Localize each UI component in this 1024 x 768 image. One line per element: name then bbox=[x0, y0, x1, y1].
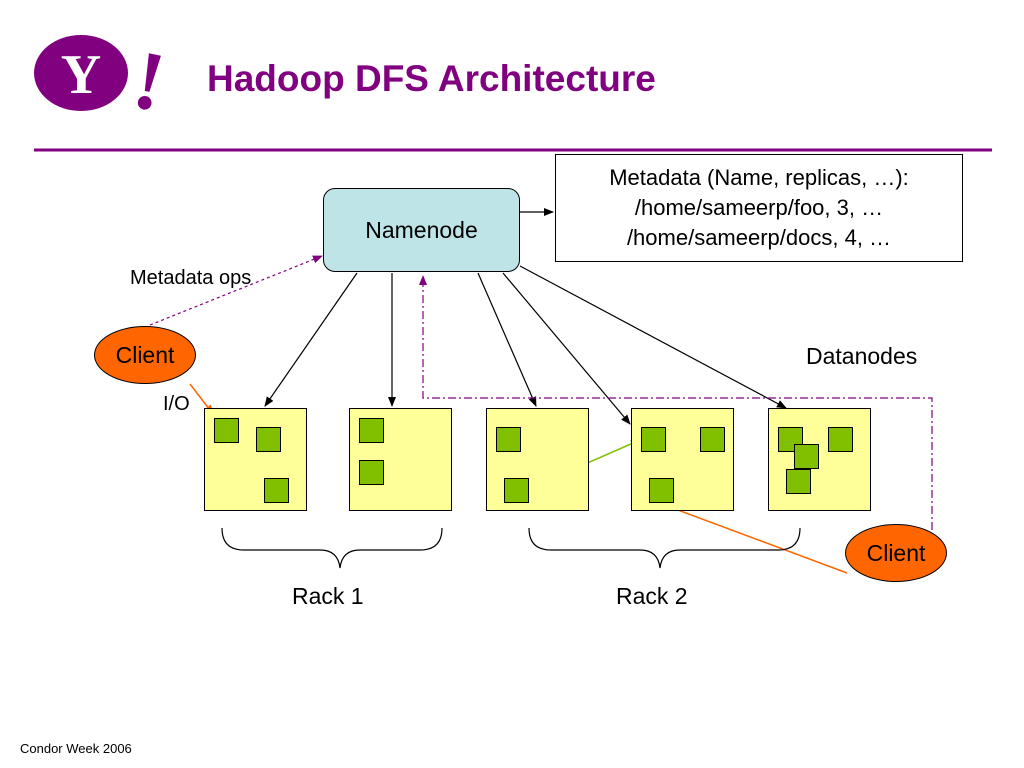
yahoo-logo: Y ! bbox=[34, 33, 173, 115]
data-block bbox=[641, 427, 666, 452]
namenode-to-datanode-1 bbox=[264, 272, 358, 407]
namenode-to-datanode-4 bbox=[502, 272, 631, 425]
slide-title: Hadoop DFS Architecture bbox=[207, 58, 656, 99]
client-left: Client bbox=[94, 326, 196, 384]
rack-2-label: Rack 2 bbox=[616, 583, 688, 609]
metadata-ops-label: Metadata ops bbox=[130, 267, 252, 289]
logo-letter: Y bbox=[61, 44, 101, 106]
datanode-5 bbox=[768, 408, 871, 511]
datanodes-label: Datanodes bbox=[806, 343, 918, 369]
datanode-1 bbox=[204, 408, 307, 511]
metadata-box: Metadata (Name, replicas, …): /home/same… bbox=[555, 154, 963, 262]
metadata-line-3: /home/sameerp/docs, 4, … bbox=[626, 225, 892, 250]
namenode-to-datanode-3 bbox=[477, 272, 537, 407]
data-block bbox=[496, 427, 521, 452]
footer-text: Condor Week 2006 bbox=[20, 741, 132, 756]
rack-2-brace bbox=[528, 527, 801, 569]
client-right: Client bbox=[845, 524, 947, 582]
data-block bbox=[359, 418, 384, 443]
data-block bbox=[700, 427, 725, 452]
data-block bbox=[214, 418, 239, 443]
rack-1-label: Rack 1 bbox=[292, 583, 364, 609]
client-right-label: Client bbox=[866, 539, 926, 566]
data-block bbox=[504, 478, 529, 503]
namenode-to-datanode-5 bbox=[519, 265, 787, 409]
data-block bbox=[828, 427, 853, 452]
namenode-label: Namenode bbox=[365, 216, 478, 243]
data-block bbox=[256, 427, 281, 452]
namenode-box: Namenode bbox=[323, 188, 520, 272]
metadata-ops-link bbox=[149, 255, 323, 326]
rack-1-brace bbox=[221, 527, 443, 569]
metadata-line-2: /home/sameerp/foo, 3, … bbox=[634, 195, 884, 220]
datanode-2 bbox=[349, 408, 452, 511]
client-left-label: Client bbox=[115, 341, 175, 368]
client-io-arrow-right bbox=[658, 502, 848, 574]
data-block bbox=[786, 469, 811, 494]
io-label: I/O bbox=[163, 393, 190, 415]
datanode-3 bbox=[486, 408, 589, 511]
client-metadata-path bbox=[419, 275, 933, 530]
data-block bbox=[794, 444, 819, 469]
data-block bbox=[649, 478, 674, 503]
data-block bbox=[264, 478, 289, 503]
datanode-4 bbox=[631, 408, 734, 511]
metadata-line-1: Metadata (Name, replicas, …): bbox=[609, 165, 909, 190]
data-block bbox=[359, 460, 384, 485]
